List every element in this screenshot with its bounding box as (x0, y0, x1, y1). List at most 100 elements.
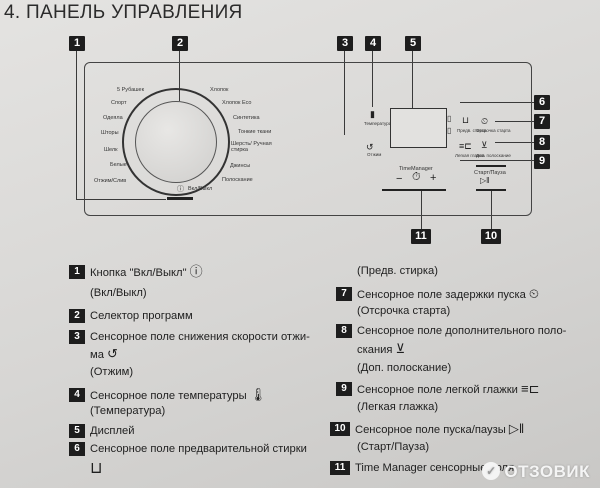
callout-line-6 (460, 102, 534, 104)
legend-sub: (Отжим) (90, 366, 134, 378)
rinse-icon: ⊻ (395, 341, 406, 356)
program-label: Спорт (111, 100, 127, 106)
callout-line-7 (495, 121, 534, 123)
callout-line-1 (76, 51, 78, 199)
callout-8: 8 (534, 135, 550, 150)
callout-9: 9 (534, 154, 550, 169)
legend-sub: (Отсрочка старта) (357, 305, 451, 317)
thermometer-icon: ▮ (370, 109, 375, 119)
iron-icon: ≡⊏ (459, 141, 472, 151)
legend-line2: скания ⊻ (357, 341, 406, 356)
callout-2: 2 (172, 36, 188, 51)
temp-label[interactable]: Температура (364, 121, 392, 126)
callout-line-3 (344, 51, 346, 135)
prewash-label[interactable]: Предв. стирка (457, 128, 487, 133)
callout-line-5 (412, 51, 414, 108)
callout-line-9 (460, 160, 534, 162)
watermark: ✓ОТЗОВИК (482, 462, 590, 482)
spin-label[interactable]: Отжим (367, 152, 382, 157)
start-pause-label[interactable]: Старт/Пауза (474, 170, 506, 176)
play-pause-icon: ▷‖ (508, 421, 525, 436)
callout-line-4 (372, 51, 374, 107)
program-label: Шерсть/ Ручная стирка (231, 141, 272, 153)
callout-line-2 (179, 51, 181, 101)
legend-sub: (Предв. стирка) (357, 265, 438, 277)
callout-line-1b (76, 199, 166, 201)
legend-line2: ма ↺ (90, 346, 118, 361)
program-label: Хлопок Eco (222, 100, 252, 106)
easy-iron-label[interactable]: Легкая глажка (455, 153, 485, 158)
callout-3: 3 (337, 36, 353, 51)
start-pause-slot[interactable] (476, 165, 506, 167)
display-screen (390, 108, 447, 148)
power-icon: ⓘ (177, 186, 184, 193)
callout-5: 5 (405, 36, 421, 51)
legend-sub: (Старт/Пауза) (357, 441, 430, 453)
timemanager-icon: ⏱ (412, 171, 421, 183)
clock-icon: ⏲ (528, 286, 540, 301)
program-label: Белые (110, 162, 127, 168)
minus-button[interactable]: − (396, 173, 403, 185)
legend-sub: (Температура) (90, 405, 166, 417)
callout-6: 6 (534, 95, 550, 110)
legend-sub: (Вкл/Выкл) (90, 287, 147, 299)
display-indicator: ▯ (447, 126, 452, 135)
legend-sub: (Доп. полоскание) (357, 362, 452, 374)
power-label: Вкл/Выкл (188, 186, 213, 192)
power-button[interactable] (167, 197, 193, 200)
spin-icon: ↺ (107, 346, 118, 361)
plus-button[interactable]: + (430, 172, 437, 184)
callout-line-11 (421, 191, 423, 229)
program-label: Шторы (101, 130, 119, 136)
extra-rinse-label[interactable]: Доп. полоскание (476, 153, 511, 158)
program-label: Джинсы (230, 163, 251, 169)
rinse-icon: ⊻ (481, 140, 488, 150)
control-panel-outline (84, 62, 532, 216)
callout-4: 4 (365, 36, 381, 51)
program-label: Одеяла (103, 115, 123, 121)
start-pause-button[interactable] (476, 189, 506, 191)
callout-10: 10 (481, 229, 501, 244)
program-label: Тонкие ткани (238, 129, 272, 135)
power-icon: ⓘ (189, 264, 203, 279)
program-label: Полоскание (222, 177, 253, 183)
program-label: Шелк (104, 147, 118, 153)
prewash-icon: ⊔ (462, 115, 470, 125)
callout-7: 7 (534, 114, 550, 129)
timemanager-slider[interactable] (382, 189, 446, 191)
page-title: 4. ПАНЕЛЬ УПРАВЛЕНИЯ (4, 2, 243, 23)
timemanager-label: TimeManager (399, 166, 433, 172)
program-selector-knob[interactable] (135, 101, 217, 183)
display-indicator: ▯ (447, 114, 452, 123)
clock-icon: ⏲ (481, 116, 489, 126)
watermark-badge-icon: ✓ (482, 462, 501, 480)
program-selector-dial[interactable] (122, 88, 230, 196)
delay-label[interactable]: Отсрочка старта (476, 128, 511, 133)
thermometer-icon: 🌡 (249, 387, 267, 402)
spin-icon: ↺ (366, 142, 374, 152)
program-label: Отжим/Слив (94, 178, 127, 184)
play-pause-icon: ▷‖ (480, 176, 490, 185)
program-label: Хлопок (210, 87, 229, 93)
callout-11: 11 (411, 229, 431, 244)
program-label: 5 Рубашек (117, 87, 145, 93)
prewash-icon: ⊔ (90, 460, 103, 477)
callout-1: 1 (69, 36, 85, 51)
iron-icon: ≡⊏ (521, 381, 540, 396)
program-label: Синтетика (233, 115, 260, 121)
callout-line-8 (495, 142, 534, 144)
legend-sub: (Легкая глажка) (357, 401, 439, 413)
callout-line-10 (491, 191, 493, 229)
